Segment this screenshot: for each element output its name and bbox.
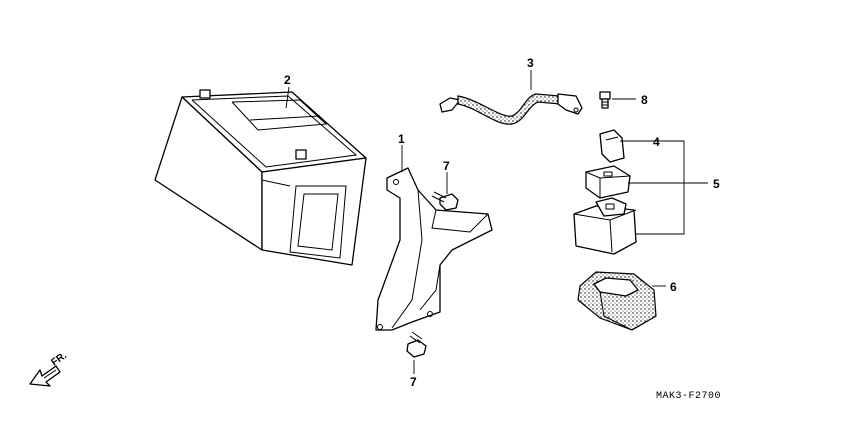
battery-bracket-drawing [375,167,493,331]
rubber-holder-drawing [577,271,657,331]
callout-2: 2 [284,73,291,87]
bolt-lower-drawing [406,331,427,358]
callout-4: 4 [653,135,660,149]
callout-5: 5 [713,177,720,191]
callout-3: 3 [527,56,534,70]
callout-7-upper: 7 [443,159,450,173]
front-direction-label: FR. [49,350,69,368]
fuse-drawing [599,129,625,163]
callout-6: 6 [670,280,677,294]
callout-8: 8 [641,93,648,107]
bolt-upper-drawing [431,191,459,211]
battery-cable-drawing [439,93,583,125]
diagram-code: MAK3-F2700 [656,391,721,402]
callout-1: 1 [398,132,405,146]
battery-drawing [154,89,367,266]
leader-lines [285,70,708,374]
relay-assembly-drawing [573,165,637,255]
front-direction-arrow-icon [29,365,61,387]
callout-7-lower: 7 [410,375,417,389]
terminal-bolt-drawing [599,91,611,109]
